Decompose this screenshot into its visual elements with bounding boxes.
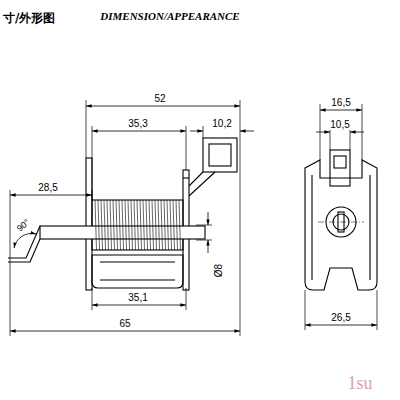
dimension: 26,5 bbox=[330, 312, 351, 323]
coil-windings bbox=[95, 200, 181, 250]
dimension: 65 bbox=[118, 318, 131, 329]
watermark: 1su bbox=[346, 374, 373, 394]
dimension: 16,5 bbox=[330, 97, 351, 108]
dimension: 28,5 bbox=[37, 182, 58, 193]
dimension: 52 bbox=[153, 93, 166, 104]
diameter-dimension: Ø8 bbox=[214, 262, 225, 277]
angle-dimension: 90° bbox=[15, 217, 33, 235]
dimension-lines bbox=[10, 106, 254, 331]
drawing-subtitle: DIMENSION/APPEARANCE bbox=[99, 10, 240, 22]
dimension: 10,2 bbox=[211, 118, 232, 129]
solenoid-end-view bbox=[305, 150, 377, 290]
extension-lines bbox=[10, 100, 240, 336]
solenoid-side-view bbox=[8, 138, 237, 290]
dimension: 35,3 bbox=[127, 118, 148, 129]
drawing-title: 寸/外形图 bbox=[3, 10, 55, 27]
dimension-lines bbox=[305, 110, 377, 325]
dimension: 35,1 bbox=[127, 292, 148, 303]
dimension: 10,5 bbox=[329, 119, 350, 130]
extension-lines bbox=[305, 104, 377, 330]
